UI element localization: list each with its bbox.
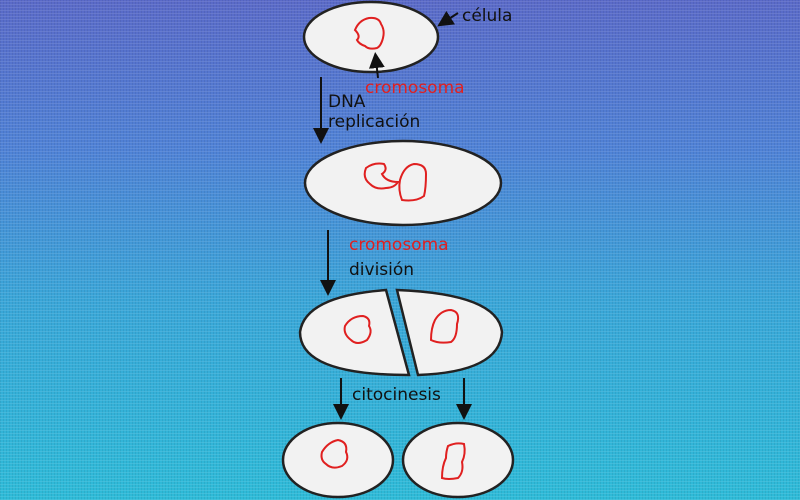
chromosome-stage-2-b bbox=[398, 162, 428, 202]
step3-label: citocinesis bbox=[352, 385, 441, 405]
step2-label-line2: división bbox=[349, 260, 415, 280]
cell-label: célula bbox=[462, 6, 513, 26]
chromosome-daughter-right bbox=[440, 442, 466, 480]
chromosome-stage-1 bbox=[353, 16, 385, 50]
daughter-cell-right bbox=[401, 421, 515, 499]
step1-label-line2: replicación bbox=[328, 112, 421, 132]
daughter-cell-left bbox=[281, 421, 395, 499]
chromosome-stage-3-right bbox=[429, 308, 460, 344]
chromosome-daughter-left bbox=[320, 438, 349, 469]
chromosome-stage-2-a bbox=[363, 162, 400, 190]
chromosome-stage-3-left bbox=[343, 314, 372, 344]
step1-label-line1: DNA bbox=[328, 92, 366, 112]
cell-pointer-arrow bbox=[437, 10, 459, 27]
cell-stage-2 bbox=[303, 139, 503, 227]
cell-stage-3-left bbox=[298, 288, 411, 377]
chromosome-label: cromosoma bbox=[365, 78, 465, 98]
chromosome-pointer-arrow bbox=[368, 52, 385, 79]
cell-stage-1 bbox=[302, 0, 440, 74]
cell-stage-3-right bbox=[395, 288, 504, 377]
step2-label-line1: cromosoma bbox=[349, 235, 449, 255]
